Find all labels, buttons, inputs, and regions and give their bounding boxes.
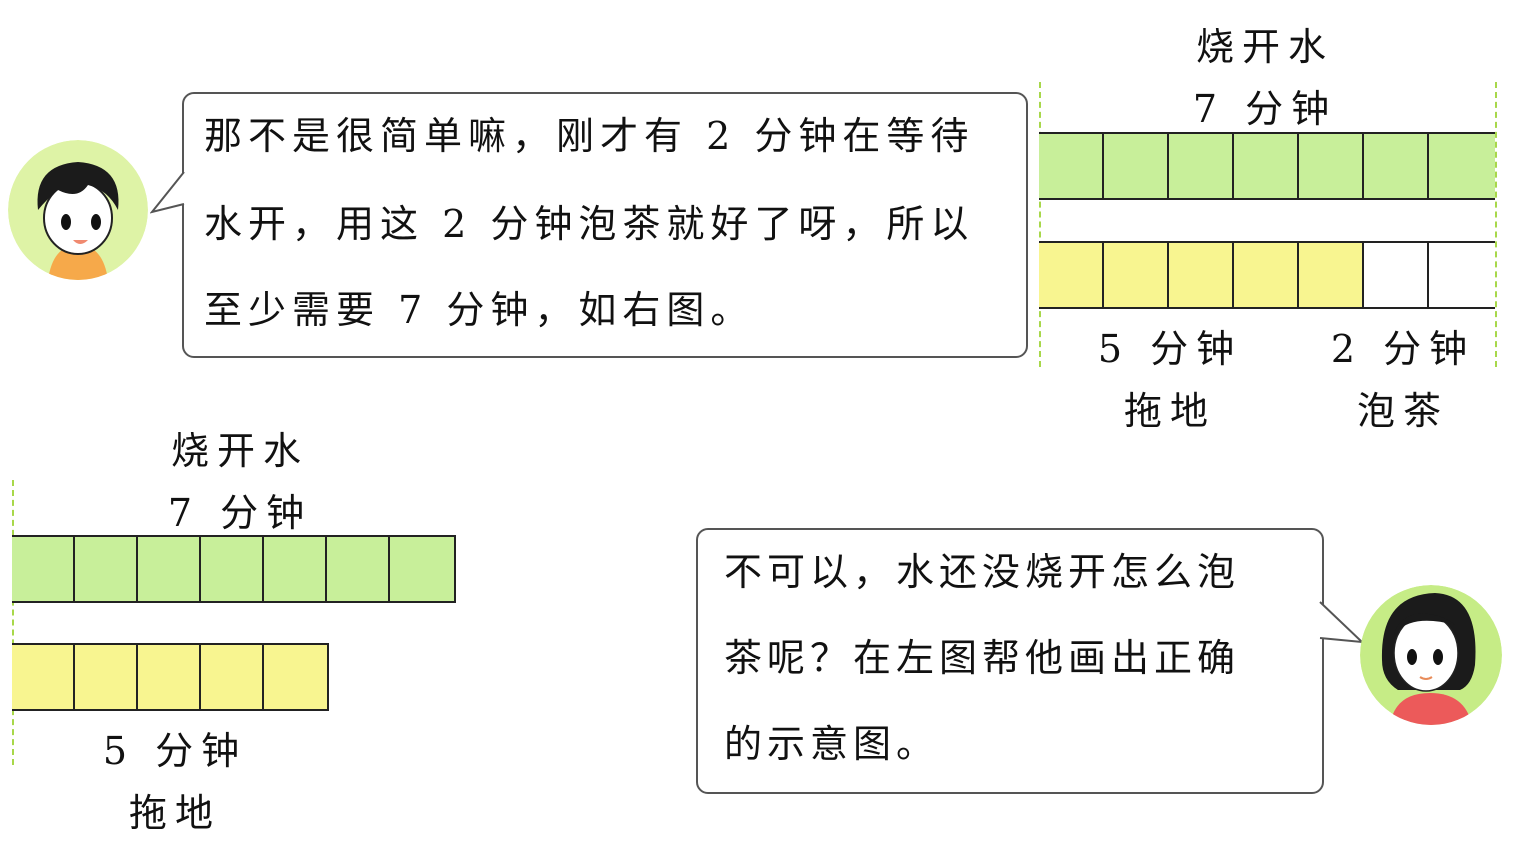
mop-cell <box>1169 243 1234 307</box>
boil-cell <box>1234 134 1299 198</box>
right-boil-label: 烧开水 <box>1195 25 1334 69</box>
boil-cell <box>201 537 264 601</box>
mop-cell <box>201 645 264 709</box>
right-end-guide-line <box>1495 82 1497 367</box>
tea-cell <box>1364 243 1429 307</box>
mop-cell <box>264 645 329 709</box>
boil-cell <box>1299 134 1364 198</box>
boy-speech-bubble <box>182 92 1028 358</box>
right-mop-minutes: 5 分钟 <box>1097 327 1243 371</box>
left-boil-water-bar <box>12 535 456 603</box>
mop-cell <box>1234 243 1299 307</box>
boil-cell <box>327 537 390 601</box>
right-mop-label: 拖地 <box>1123 389 1216 433</box>
right-boil-water-bar <box>1039 132 1495 200</box>
mop-cell <box>75 645 138 709</box>
mop-cell <box>1039 243 1104 307</box>
boil-cell <box>390 537 456 601</box>
right-mop-tea-bar <box>1039 241 1495 309</box>
boil-cell <box>1104 134 1169 198</box>
mop-cell <box>1104 243 1169 307</box>
boil-cell <box>264 537 327 601</box>
boy-bubble-line-2: 水开，用这 2 分钟泡茶就好了呀，所以 <box>204 202 975 246</box>
boy-bubble-tail <box>150 171 185 214</box>
boil-cell <box>75 537 138 601</box>
left-start-guide-line <box>12 480 14 765</box>
right-tea-label: 泡茶 <box>1356 389 1449 433</box>
boy-avatar <box>8 140 148 280</box>
left-boil-minutes: 7 分钟 <box>167 491 313 535</box>
left-mop-bar <box>12 643 329 711</box>
girl-speech-bubble <box>696 528 1324 794</box>
boy-bubble-line-1: 那不是很简单嘛，刚才有 2 分钟在等待 <box>204 114 975 158</box>
boil-cell <box>1429 134 1495 198</box>
right-start-guide-line <box>1039 82 1041 367</box>
boil-cell <box>1039 134 1104 198</box>
boil-cell <box>138 537 201 601</box>
mop-cell <box>1299 243 1364 307</box>
right-boil-minutes: 7 分钟 <box>1192 87 1338 131</box>
mop-cell <box>12 645 75 709</box>
girl-bubble-line-1: 不可以，水还没烧开怎么泡 <box>724 550 1241 594</box>
left-mop-label: 拖地 <box>128 791 221 835</box>
left-mop-minutes: 5 分钟 <box>102 729 248 773</box>
girl-bubble-line-3: 的示意图。 <box>724 722 940 766</box>
girl-bubble-line-2: 茶呢？在左图帮他画出正确 <box>724 636 1241 680</box>
girl-bubble-tail <box>1319 601 1365 644</box>
mop-cell <box>138 645 201 709</box>
boy-bubble-line-3: 至少需要 7 分钟，如右图。 <box>204 288 755 332</box>
boil-cell <box>1169 134 1234 198</box>
boil-cell <box>12 537 75 601</box>
boil-cell <box>1364 134 1429 198</box>
tea-cell <box>1429 243 1495 307</box>
left-boil-label: 烧开水 <box>170 429 309 473</box>
girl-avatar <box>1360 585 1502 725</box>
right-tea-minutes: 2 分钟 <box>1330 327 1476 371</box>
